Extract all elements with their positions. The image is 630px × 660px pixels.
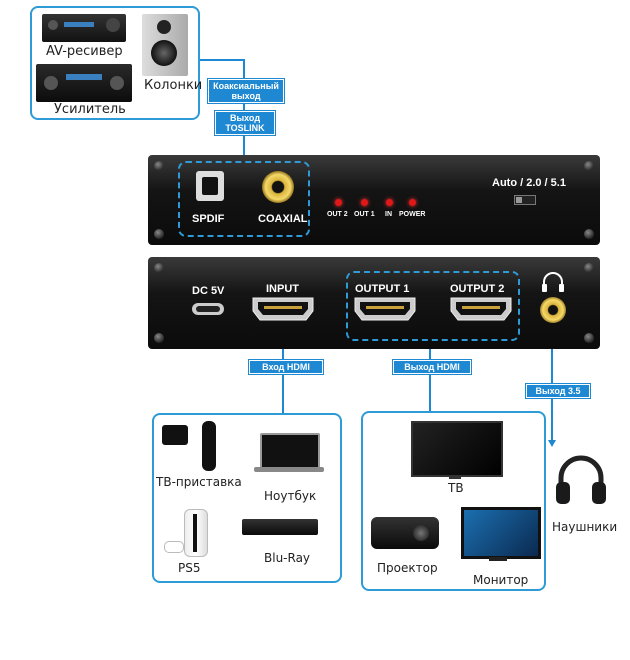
display-devices-group: ТВ Проектор Монитор	[361, 411, 546, 591]
led-out2-label: OUT 2	[327, 211, 348, 218]
av-receiver-image	[42, 14, 126, 42]
toslink-out-tag: Выход TOSLINK	[214, 110, 276, 136]
screw	[154, 161, 164, 171]
tv-label: ТВ	[448, 481, 464, 495]
front-panel: SPDIF COAXIAL OUT 2 OUT 1 IN POWER Auto …	[148, 155, 600, 245]
tv-image	[411, 421, 503, 477]
tv-box-label: ТВ-приставка	[156, 475, 242, 489]
headphones-image	[553, 452, 609, 508]
coaxial-label: COAXIAL	[258, 213, 308, 225]
laptop-image	[260, 433, 320, 469]
spdif-port	[196, 171, 224, 201]
headphones-label: Наушники	[552, 520, 618, 534]
amplifier-label: Усилитель	[54, 102, 126, 117]
hdmi-output1-port	[354, 297, 416, 321]
led-out2	[335, 199, 342, 206]
bluray-label: Blu-Ray	[264, 551, 311, 565]
out-35-tag: Выход 3.5	[525, 383, 591, 399]
bluray-image	[242, 519, 318, 535]
av-receiver-label: AV-ресивер	[46, 44, 123, 59]
speaker-image	[142, 14, 188, 76]
dc-port	[192, 303, 224, 315]
monitor-label: Монитор	[473, 573, 529, 587]
hdmi-out-tag: Выход HDMI	[392, 359, 472, 375]
led-out1-label: OUT 1	[354, 211, 375, 218]
input-label: INPUT	[266, 283, 299, 295]
monitor-image	[461, 507, 541, 559]
screw	[584, 333, 594, 343]
led-in	[386, 199, 393, 206]
monitor-stand	[489, 557, 507, 561]
led-power-label: POWER	[399, 211, 426, 218]
screw	[154, 333, 164, 343]
audio-devices-group: AV-ресивер Колонки Усилитель	[30, 6, 203, 120]
projector-label: Проектор	[377, 561, 438, 575]
tv-box-image	[162, 425, 188, 445]
amplifier-image	[36, 64, 132, 102]
toslink-out-line1: Выход	[229, 113, 261, 123]
outputs-highlight	[346, 271, 520, 341]
mode-switch[interactable]	[514, 195, 536, 205]
coaxial-port	[262, 171, 294, 203]
screw	[154, 229, 164, 239]
led-power	[409, 199, 416, 206]
screw	[154, 263, 164, 273]
projector-image	[371, 517, 439, 549]
mode-label: Auto / 2.0 / 5.1	[492, 177, 566, 189]
output1-label: OUTPUT 1	[355, 283, 410, 295]
hdmi-in-tag: Вход HDMI	[248, 359, 324, 375]
laptop-base	[254, 467, 324, 472]
laptop-label: Ноутбук	[264, 489, 317, 503]
hdmi-output2-port	[450, 297, 512, 321]
spdif-label: SPDIF	[192, 213, 225, 225]
audio-ports-highlight	[178, 161, 310, 237]
headphone-jack	[540, 297, 566, 323]
remote-image	[202, 421, 216, 471]
arrow-headphone	[548, 440, 556, 447]
led-out1	[361, 199, 368, 206]
screw	[584, 263, 594, 273]
dc-label: DC 5V	[192, 285, 225, 297]
headphones-icon	[541, 271, 565, 293]
source-devices-group: ТВ-приставка Ноутбук PS5 Blu-Ray	[152, 413, 342, 583]
screw	[584, 229, 594, 239]
ps5-controller	[164, 541, 184, 553]
line-top	[197, 59, 245, 160]
hdmi-input-port	[252, 297, 314, 321]
led-in-label: IN	[385, 211, 392, 218]
coaxial-out-tag: Коаксиальный выход	[207, 78, 285, 104]
ps5-label: PS5	[178, 561, 201, 575]
tv-stand	[449, 475, 461, 479]
output2-label: OUTPUT 2	[450, 283, 505, 295]
screw	[584, 161, 594, 171]
speakers-label: Колонки	[144, 78, 203, 93]
ps5-image	[184, 509, 208, 557]
toslink-out-line2: TOSLINK	[225, 123, 265, 133]
